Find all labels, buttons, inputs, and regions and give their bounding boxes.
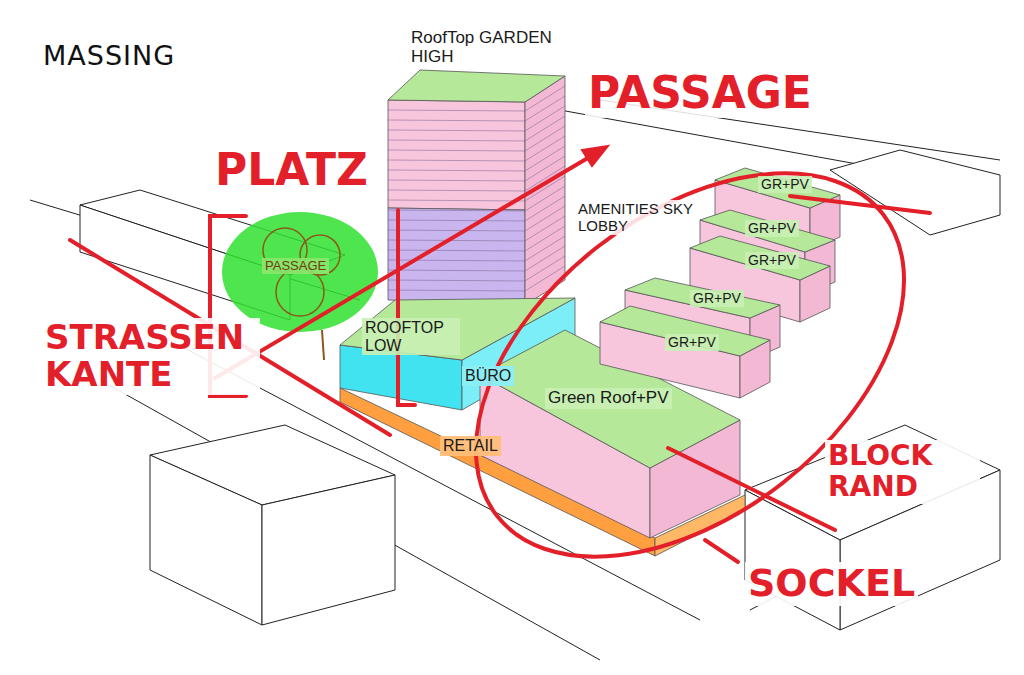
sketch-note: AMENITIES SKY LOBBY (575, 200, 697, 235)
sketch-note: BÜRO (462, 366, 514, 386)
sketch-note: RoofTop GARDEN HIGH (408, 28, 583, 67)
sketch-note: Green Roof+PV (545, 388, 672, 409)
sketch-note: GR+PV (745, 252, 799, 269)
sketch-note: ROOFTOP LOW (362, 318, 460, 355)
sketch-note: GR+PV (690, 290, 744, 307)
marker-annotation: BLOCK RAND (825, 440, 980, 504)
marker-annotation: SOCKEL (745, 562, 918, 606)
sketch-note: RETAIL (440, 436, 501, 456)
marker-annotation: STRASSEN KANTE (42, 318, 260, 395)
sketch-note: GR+PV (665, 334, 719, 351)
context-buildings (30, 100, 1000, 660)
office-volume (340, 298, 745, 556)
marker-annotation: PLATZ (212, 145, 371, 195)
marker-annotation: PASSAGE (585, 68, 815, 118)
sketch-note: PASSAGE (262, 258, 329, 274)
sketch-note: GR+PV (758, 176, 812, 193)
sheet-title: MASSING (40, 40, 178, 72)
sketch-note: GR+PV (745, 220, 799, 237)
